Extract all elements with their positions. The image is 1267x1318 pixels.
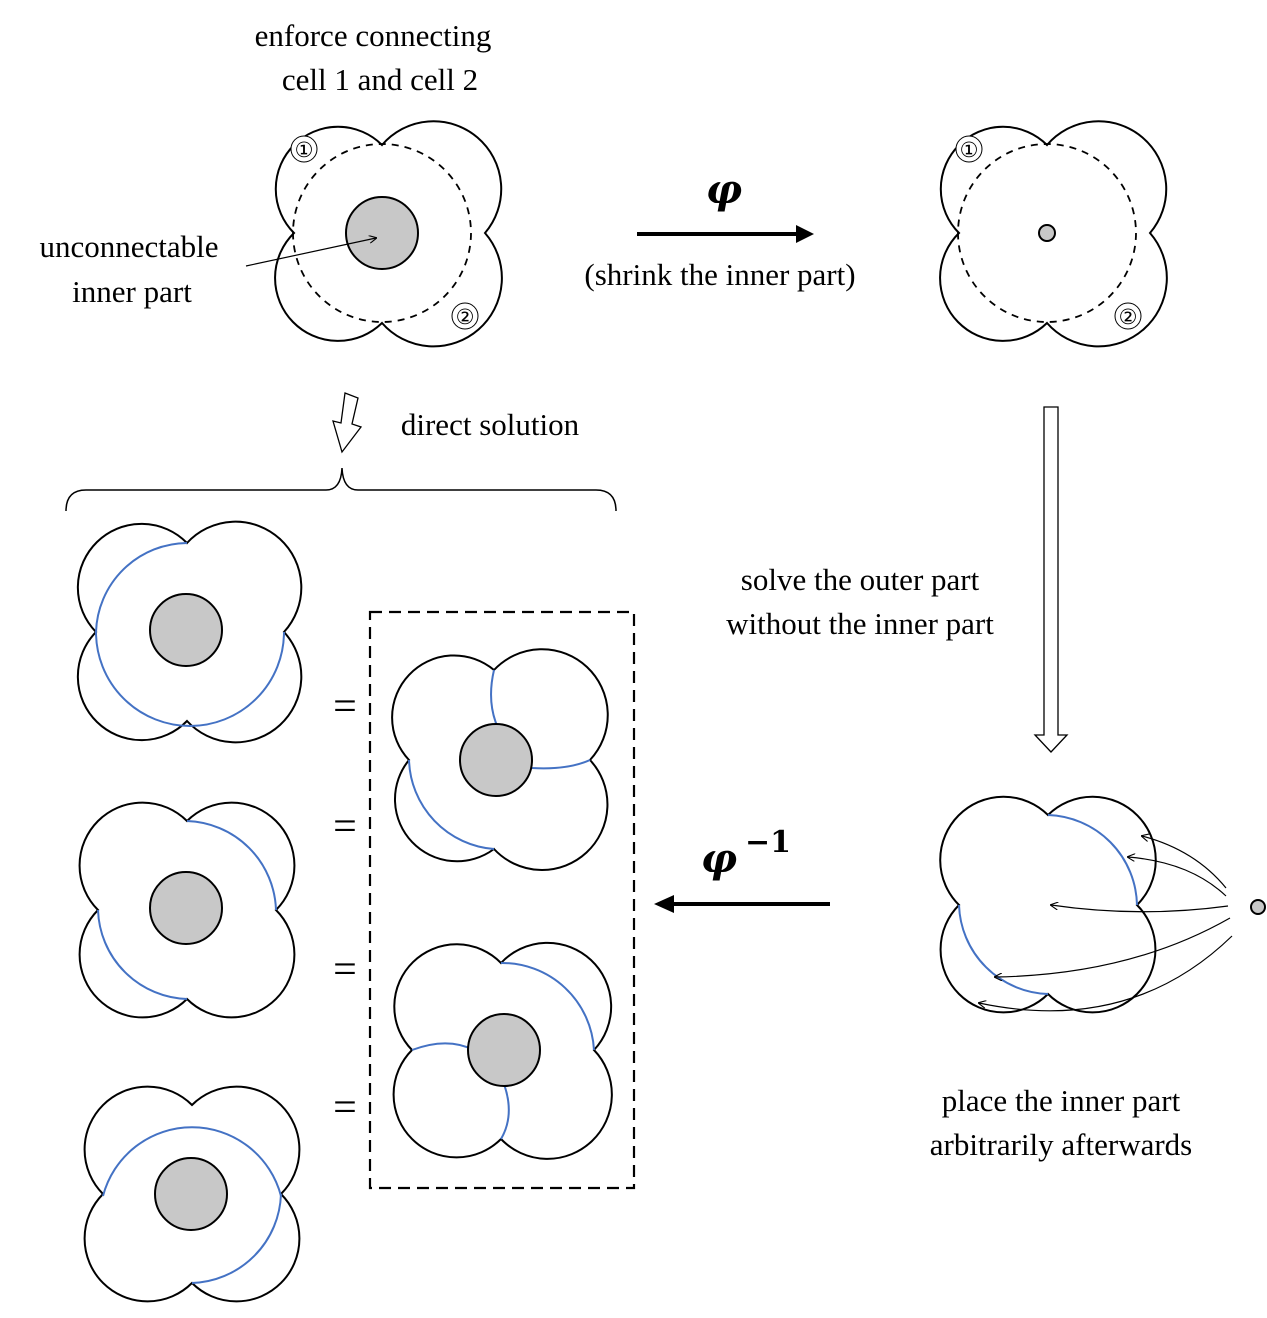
unconnectable-label-line2: inner part [72,274,192,309]
direct-solution-3 [83,1085,301,1303]
solve-label-line1: solve the outer part [741,562,980,597]
outer-solution [939,795,1157,1014]
equals-sign-1: = [333,684,357,730]
shrink-label: (shrink the inner part) [584,257,855,292]
phi-inverse-symbol: φ [701,835,737,882]
place-label-line1: place the inner part [942,1083,1181,1118]
equivalent-solution-1 [391,648,609,871]
solve-label-line2: without the inner part [726,606,994,641]
equals-sign-3: = [333,947,357,993]
equals-sign-2: = [333,804,357,850]
shrunk-problem [939,120,1168,348]
unconnectable-label-line1: unconnectable [39,229,218,264]
phi-symbol: φ [706,166,742,213]
shrunk-inner-dot [1038,224,1056,242]
direct-solution-label: direct solution [401,407,580,442]
pointer-arrow [245,238,376,267]
solutions-brace [65,467,617,512]
equivalent-solution-2 [392,941,613,1160]
original-problem [245,120,503,348]
enforce-label-line1: enforce connecting [255,18,492,53]
cell-2-marker-shrunk: ② [1119,306,1138,329]
direct-solution-1 [76,520,303,744]
inner-part-dot [1250,899,1266,915]
cell-2-marker: ② [456,306,475,329]
cell-1-marker-shrunk: ① [960,139,979,162]
cell-1-marker: ① [295,139,314,162]
solve-outer-arrow [1033,406,1069,753]
placement-arrows [979,836,1233,1012]
enforce-label-line2: cell 1 and cell 2 [282,62,478,97]
direct-solution-arrow [332,392,363,454]
phi-inverse-superscript: −1 [745,825,791,860]
equivalent-solutions-box [368,610,636,1190]
equals-sign-4: = [333,1085,357,1131]
inner-part-disc [345,196,419,270]
direct-solution-2 [78,801,296,1019]
place-label-line2: arbitrarily afterwards [930,1127,1193,1162]
